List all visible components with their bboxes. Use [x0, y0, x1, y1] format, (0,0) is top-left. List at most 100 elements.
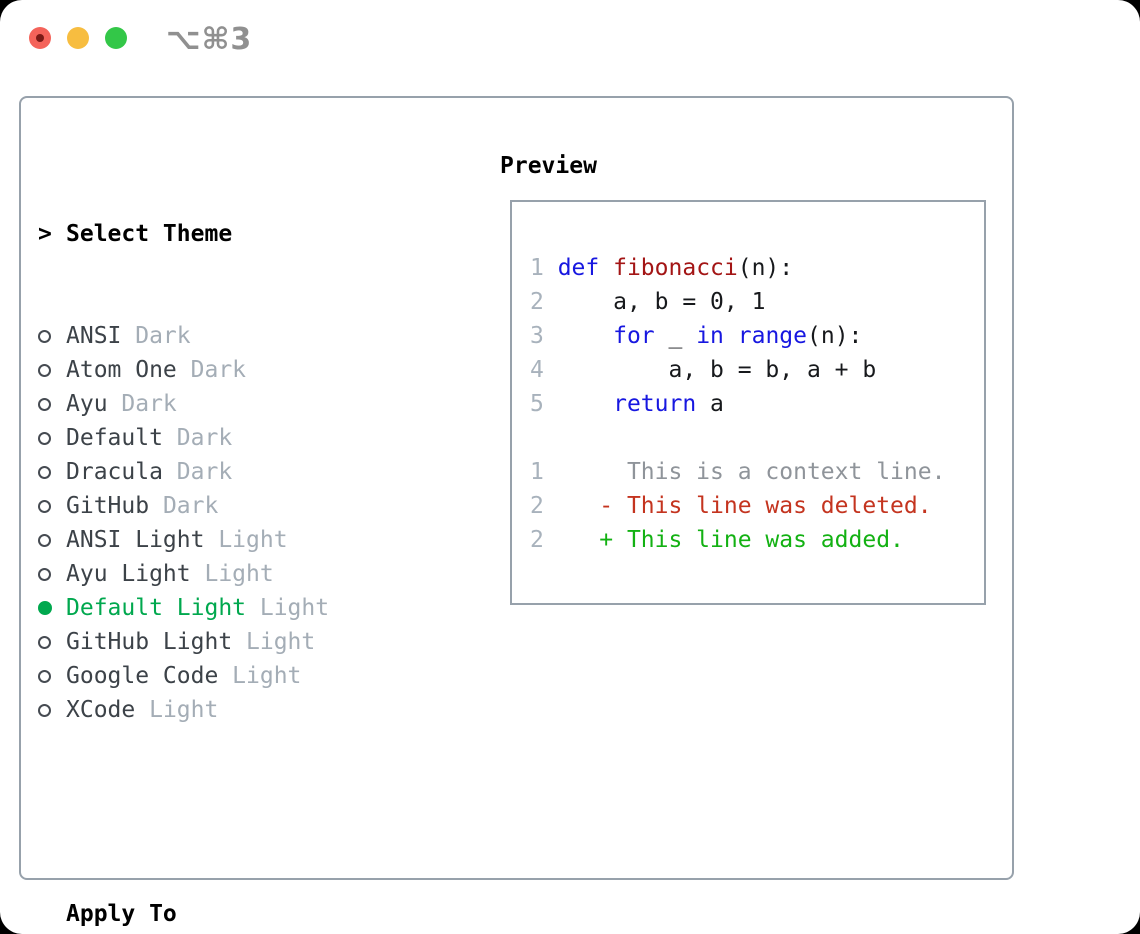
code-token-pl: [724, 323, 738, 349]
theme-option[interactable]: GitHub Light Light: [38, 625, 426, 659]
code-token-fn: fibonacci: [613, 255, 738, 281]
code-token-pl: a, b = 0, 1: [557, 289, 766, 315]
theme-variant-tag: Dark: [121, 391, 177, 417]
theme-variant-tag: Light: [149, 697, 219, 723]
code-line: 4 a, b = b, a + b: [530, 353, 984, 387]
option-label: Atom One: [66, 357, 177, 383]
code-token-kw: range: [737, 323, 807, 349]
line-number: 2: [530, 493, 558, 519]
radio-unselected-icon: [38, 567, 51, 581]
radio-unselected-icon: [38, 363, 51, 377]
code-token-pl: a, b = b, a + b: [557, 357, 877, 383]
theme-variant-tag: Light: [218, 527, 288, 553]
line-number: 2: [530, 527, 558, 553]
theme-selector-panel: [19, 96, 1014, 880]
radio-unselected-icon: [38, 499, 51, 513]
code-token-pl: [599, 255, 613, 281]
minimize-button[interactable]: [67, 27, 89, 49]
select-theme-header: > Select Theme: [38, 217, 426, 251]
theme-option[interactable]: Ayu Dark: [38, 387, 426, 421]
select-theme-title: Select Theme: [66, 221, 233, 247]
preview-heading: Preview: [500, 153, 597, 179]
apply-to-title: Apply To: [66, 901, 177, 927]
code-line: [530, 421, 984, 455]
unsaved-indicator-dot: [36, 34, 44, 42]
code-token-pl: [558, 323, 613, 349]
close-button[interactable]: [29, 27, 51, 49]
prompt-chevron-icon: >: [38, 221, 52, 247]
code-token-pl: _: [654, 323, 697, 349]
code-token-pl: a: [696, 391, 724, 417]
option-label: Default Light: [66, 595, 247, 621]
code-line: 1 This is a context line.: [530, 455, 984, 489]
theme-variant-tag: Dark: [176, 459, 233, 485]
theme-option[interactable]: ANSI Dark: [38, 319, 426, 353]
code-line: 2 + This line was added.: [530, 523, 984, 557]
line-number: 1: [530, 255, 558, 281]
theme-variant-tag: Light: [246, 629, 316, 655]
radio-unselected-icon: [38, 431, 51, 445]
option-label: XCode: [66, 697, 136, 723]
option-label: Ayu: [66, 391, 108, 417]
theme-variant-tag: Light: [259, 595, 330, 621]
line-number: 5: [530, 391, 558, 417]
radio-unselected-icon: [38, 329, 51, 343]
code-line: 5 return a: [530, 387, 984, 421]
apply-to-header: Apply To: [38, 897, 426, 931]
theme-variant-tag: Light: [232, 663, 302, 689]
theme-option[interactable]: XCode Light: [38, 693, 426, 727]
line-number: 4: [530, 357, 558, 383]
theme-variant-tag: Dark: [135, 323, 191, 349]
maximize-button[interactable]: [105, 27, 127, 49]
radio-unselected-icon: [38, 465, 51, 479]
code-token-pl: (n):: [737, 255, 794, 281]
line-number: [530, 425, 558, 451]
option-label: Ayu Light: [66, 561, 191, 587]
radio-selected-icon: [38, 601, 52, 615]
option-label: Dracula: [66, 459, 163, 485]
radio-unselected-icon: [38, 635, 51, 649]
line-number: 1: [530, 459, 558, 485]
option-label: GitHub: [66, 493, 150, 519]
code-line: 2 - This line was deleted.: [530, 489, 984, 523]
code-token-kw: def: [557, 255, 600, 281]
code-token-del: - This line was deleted.: [557, 493, 932, 519]
code-token-add: + This line was added.: [557, 527, 904, 553]
code-token-kw: in: [696, 323, 724, 349]
radio-unselected-icon: [38, 669, 51, 683]
radio-unselected-icon: [38, 533, 51, 547]
option-label: Default: [66, 425, 163, 451]
line-number: 2: [530, 289, 558, 315]
code-token-kw: return: [613, 391, 697, 417]
code-token-kw: for: [613, 323, 655, 349]
code-line: 2 a, b = 0, 1: [530, 285, 984, 319]
theme-option[interactable]: Dracula Dark: [38, 455, 426, 489]
theme-option[interactable]: GitHub Dark: [38, 489, 426, 523]
option-label: GitHub Light: [66, 629, 233, 655]
code-token-pl: [558, 391, 613, 417]
option-label: Google Code: [66, 663, 219, 689]
theme-variant-tag: Dark: [190, 357, 247, 383]
theme-option[interactable]: Ayu Light Light: [38, 557, 426, 591]
code-token-pl: (n):: [807, 323, 863, 349]
code-line: 1 def fibonacci(n):: [530, 251, 984, 285]
theme-option[interactable]: Default Light Light: [38, 591, 426, 625]
option-label: ANSI: [66, 323, 122, 349]
theme-variant-tag: Dark: [162, 493, 219, 519]
theme-option[interactable]: Google Code Light: [38, 659, 426, 693]
theme-option[interactable]: Atom One Dark: [38, 353, 426, 387]
code-line: 3 for _ in range(n):: [530, 319, 984, 353]
option-label: ANSI Light: [66, 527, 205, 553]
theme-option[interactable]: ANSI Light Light: [38, 523, 426, 557]
code-token-ctx: This is a context line.: [557, 459, 946, 485]
spacer: [38, 795, 426, 829]
theme-variant-tag: Light: [204, 561, 274, 587]
radio-unselected-icon: [38, 703, 51, 717]
line-number: 3: [530, 323, 558, 349]
keyboard-shortcut-label: ⌥⌘3: [166, 22, 253, 57]
